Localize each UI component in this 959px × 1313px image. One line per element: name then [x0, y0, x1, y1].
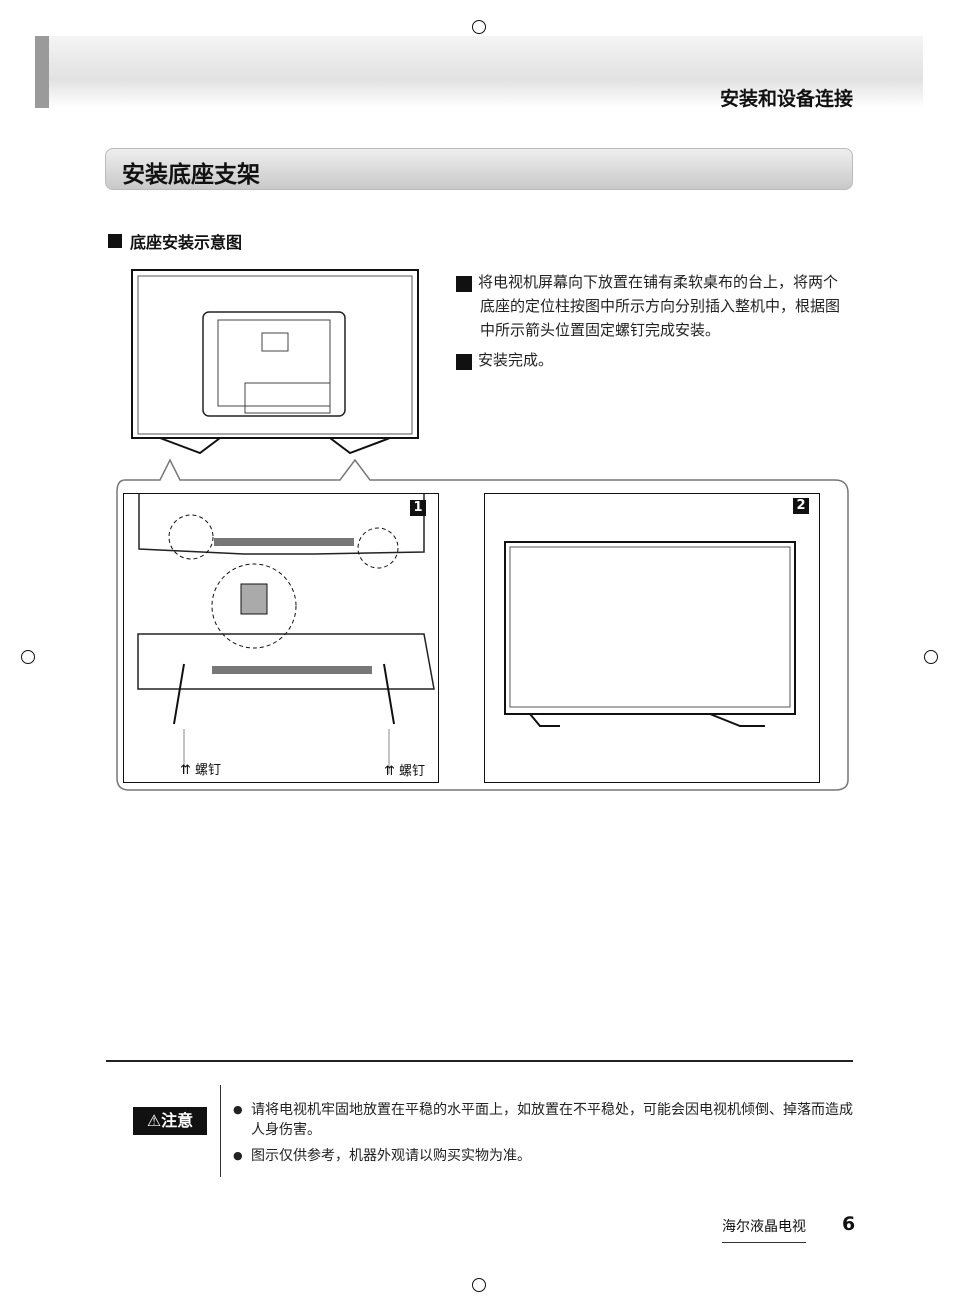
section-title: 安装底座支架 [122, 162, 260, 188]
tv-front-illustration [504, 541, 796, 727]
page-number: 6 [842, 1213, 856, 1235]
panel-2: 2 [484, 493, 820, 783]
step-number: 2 [447, 354, 472, 370]
chapter-title: 安装和设备连接 [719, 88, 853, 110]
registration-mark-icon [472, 20, 486, 34]
section-title-bar: 安装底座支架 [105, 148, 853, 190]
stand-install-diagram [137, 494, 435, 774]
screw-label-right: ⇈ 螺钉 [384, 764, 426, 779]
step-2: 2 安装完成。 [447, 348, 846, 372]
caution-item: 图示仅供参考，机器外观请以购买实物为准。 [233, 1146, 858, 1166]
caution-item: 请将电视机牢固地放置在平稳的水平面上，如放置在不平稳处，可能会因电视机倾倒、掉落… [233, 1100, 858, 1140]
divider [220, 1085, 221, 1177]
panel-number: 1 [410, 500, 426, 516]
subheading: 底座安装示意图 [108, 229, 242, 253]
step-number: 1 [447, 276, 472, 292]
footer-brand: 海尔液晶电视 [722, 1216, 806, 1243]
registration-mark-icon [924, 650, 938, 664]
tv-back-illustration [131, 269, 419, 455]
caution-list: 请将电视机牢固地放置在平稳的水平面上，如放置在不平稳处，可能会因电视机倾倒、掉落… [233, 1100, 858, 1172]
header-accent [35, 36, 49, 108]
figure-callout-frame [116, 458, 849, 791]
step-text: 将电视机屏幕向下放置在铺有柔软桌布的台上，将两个底座的定位柱按图中所示方向分别插… [478, 273, 841, 339]
install-steps: 1 将电视机屏幕向下放置在铺有柔软桌布的台上，将两个底座的定位柱按图中所示方向分别… [447, 270, 846, 378]
registration-mark-icon [21, 650, 35, 664]
square-bullet-icon [108, 234, 122, 248]
step-text: 安装完成。 [478, 351, 554, 369]
divider [106, 1060, 853, 1062]
step-1: 1 将电视机屏幕向下放置在铺有柔软桌布的台上，将两个底座的定位柱按图中所示方向分别… [447, 270, 846, 342]
panel-number: 2 [793, 498, 809, 514]
screw-label-left: ⇈ 螺钉 [180, 763, 222, 778]
registration-mark-icon [472, 1278, 486, 1292]
panel-1: 1 ⇈ 螺钉 ⇈ 螺钉 [123, 493, 439, 783]
caution-badge: ⚠注意 [133, 1107, 207, 1135]
subheading-text: 底座安装示意图 [130, 233, 243, 252]
header-band [35, 36, 923, 108]
